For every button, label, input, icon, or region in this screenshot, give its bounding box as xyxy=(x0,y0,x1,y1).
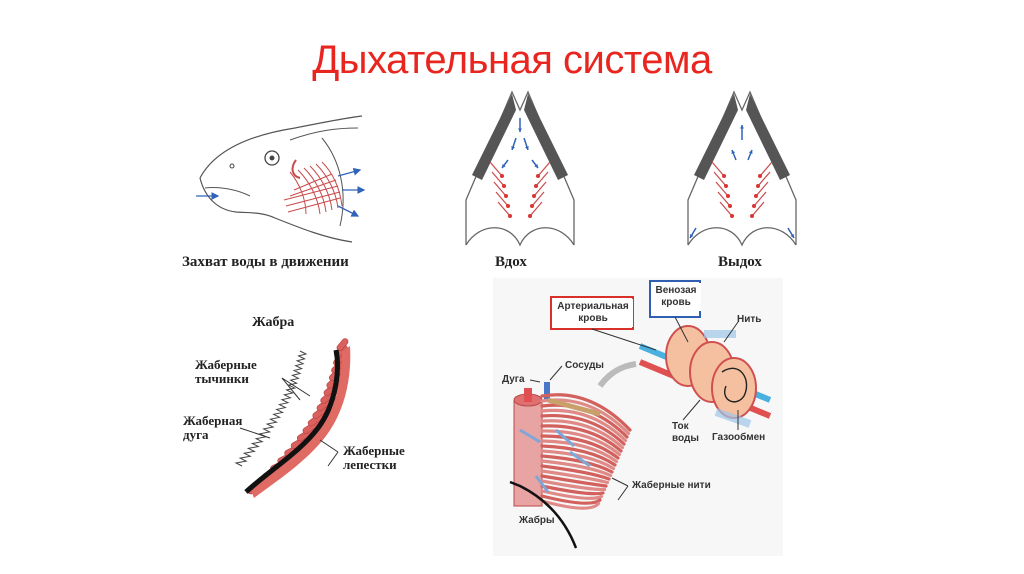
venous-blood-label: Венозая кровь xyxy=(651,283,701,311)
gills-label: Жабры xyxy=(519,515,555,527)
vessels-label: Сосуды xyxy=(565,360,604,372)
arterial-blood-label: Артериальная кровь xyxy=(553,299,633,327)
water-flow-label: Ток воды xyxy=(672,421,702,445)
gas-exchange-label: Газообмен xyxy=(712,432,765,444)
thread-label: Нить xyxy=(737,314,761,326)
gill-threads-label: Жаберные нити xyxy=(632,480,711,492)
arc-label: Дуга xyxy=(502,374,525,386)
